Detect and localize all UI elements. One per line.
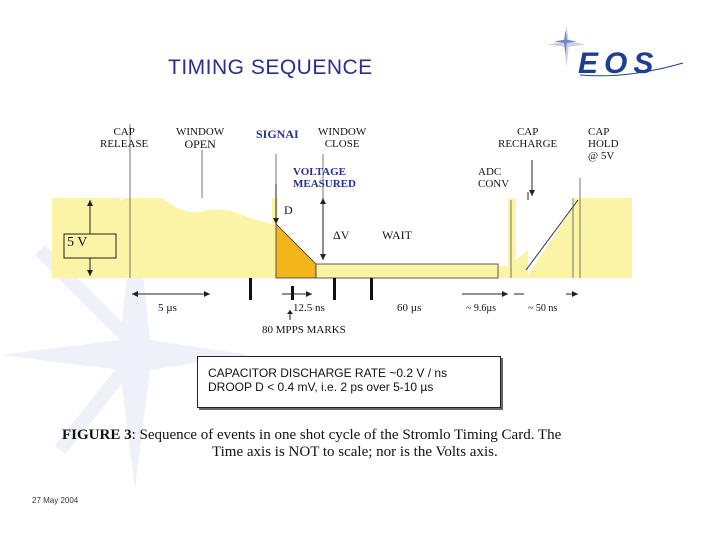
label-wait: WAIT [382, 228, 412, 242]
eos-logo [547, 25, 586, 67]
label-signal: SIGNAI [256, 127, 299, 141]
recharge-ramp [526, 200, 578, 278]
mpps-tick [370, 278, 373, 300]
time-label-12ns: 12.5 ns [293, 302, 325, 314]
timing-diagram [52, 124, 632, 320]
info-line-droop: DROOP D < 0.4 mV, i.e. 2 ps over 5-10 µs [208, 380, 434, 394]
five-volt-box [63, 233, 117, 259]
slide-title: TIMING SEQUENCE [168, 56, 373, 79]
wait-level [315, 263, 499, 279]
watermark-star-icon [0, 200, 250, 490]
time-label-60us: 60 µs [397, 302, 422, 314]
mpps-tick [291, 286, 294, 300]
info-box: CAPACITOR DISCHARGE RATE ~0.2 V / ns DRO… [197, 356, 501, 408]
info-line-discharge-rate: CAPACITOR DISCHARGE RATE ~0.2 V / ns [208, 366, 448, 380]
caption-line-1: : Sequence of events in one shot cycle o… [131, 427, 562, 443]
caption-prefix: FIGURE 3 [62, 427, 132, 443]
waveform-window-open [120, 187, 272, 224]
caption-line-2: Time axis is NOT to scale; nor is the Vo… [212, 444, 498, 460]
label-droop: D [284, 203, 293, 217]
measure-window [278, 198, 508, 266]
mpps-tick [333, 278, 336, 300]
time-label-50ns: ~ 50 ns [528, 303, 558, 314]
logo-swoosh-icon [579, 62, 684, 77]
eos-logo-text: EOS [578, 47, 660, 80]
label-mpps-marks: 80 MPPS MARKS [262, 324, 346, 336]
star-burst-icon [547, 25, 586, 67]
figure-caption: FIGURE 3: Sequence of events in one shot… [62, 427, 662, 461]
label-five-volt: 5 V [67, 235, 88, 250]
label-delta-v: ΔV [333, 228, 350, 242]
mpps-tick [249, 278, 252, 300]
time-label-5us: 5 µs [158, 302, 177, 314]
time-label-9us: ~ 9.6µs [466, 303, 497, 314]
footer-date: 27 May 2004 [32, 496, 79, 505]
